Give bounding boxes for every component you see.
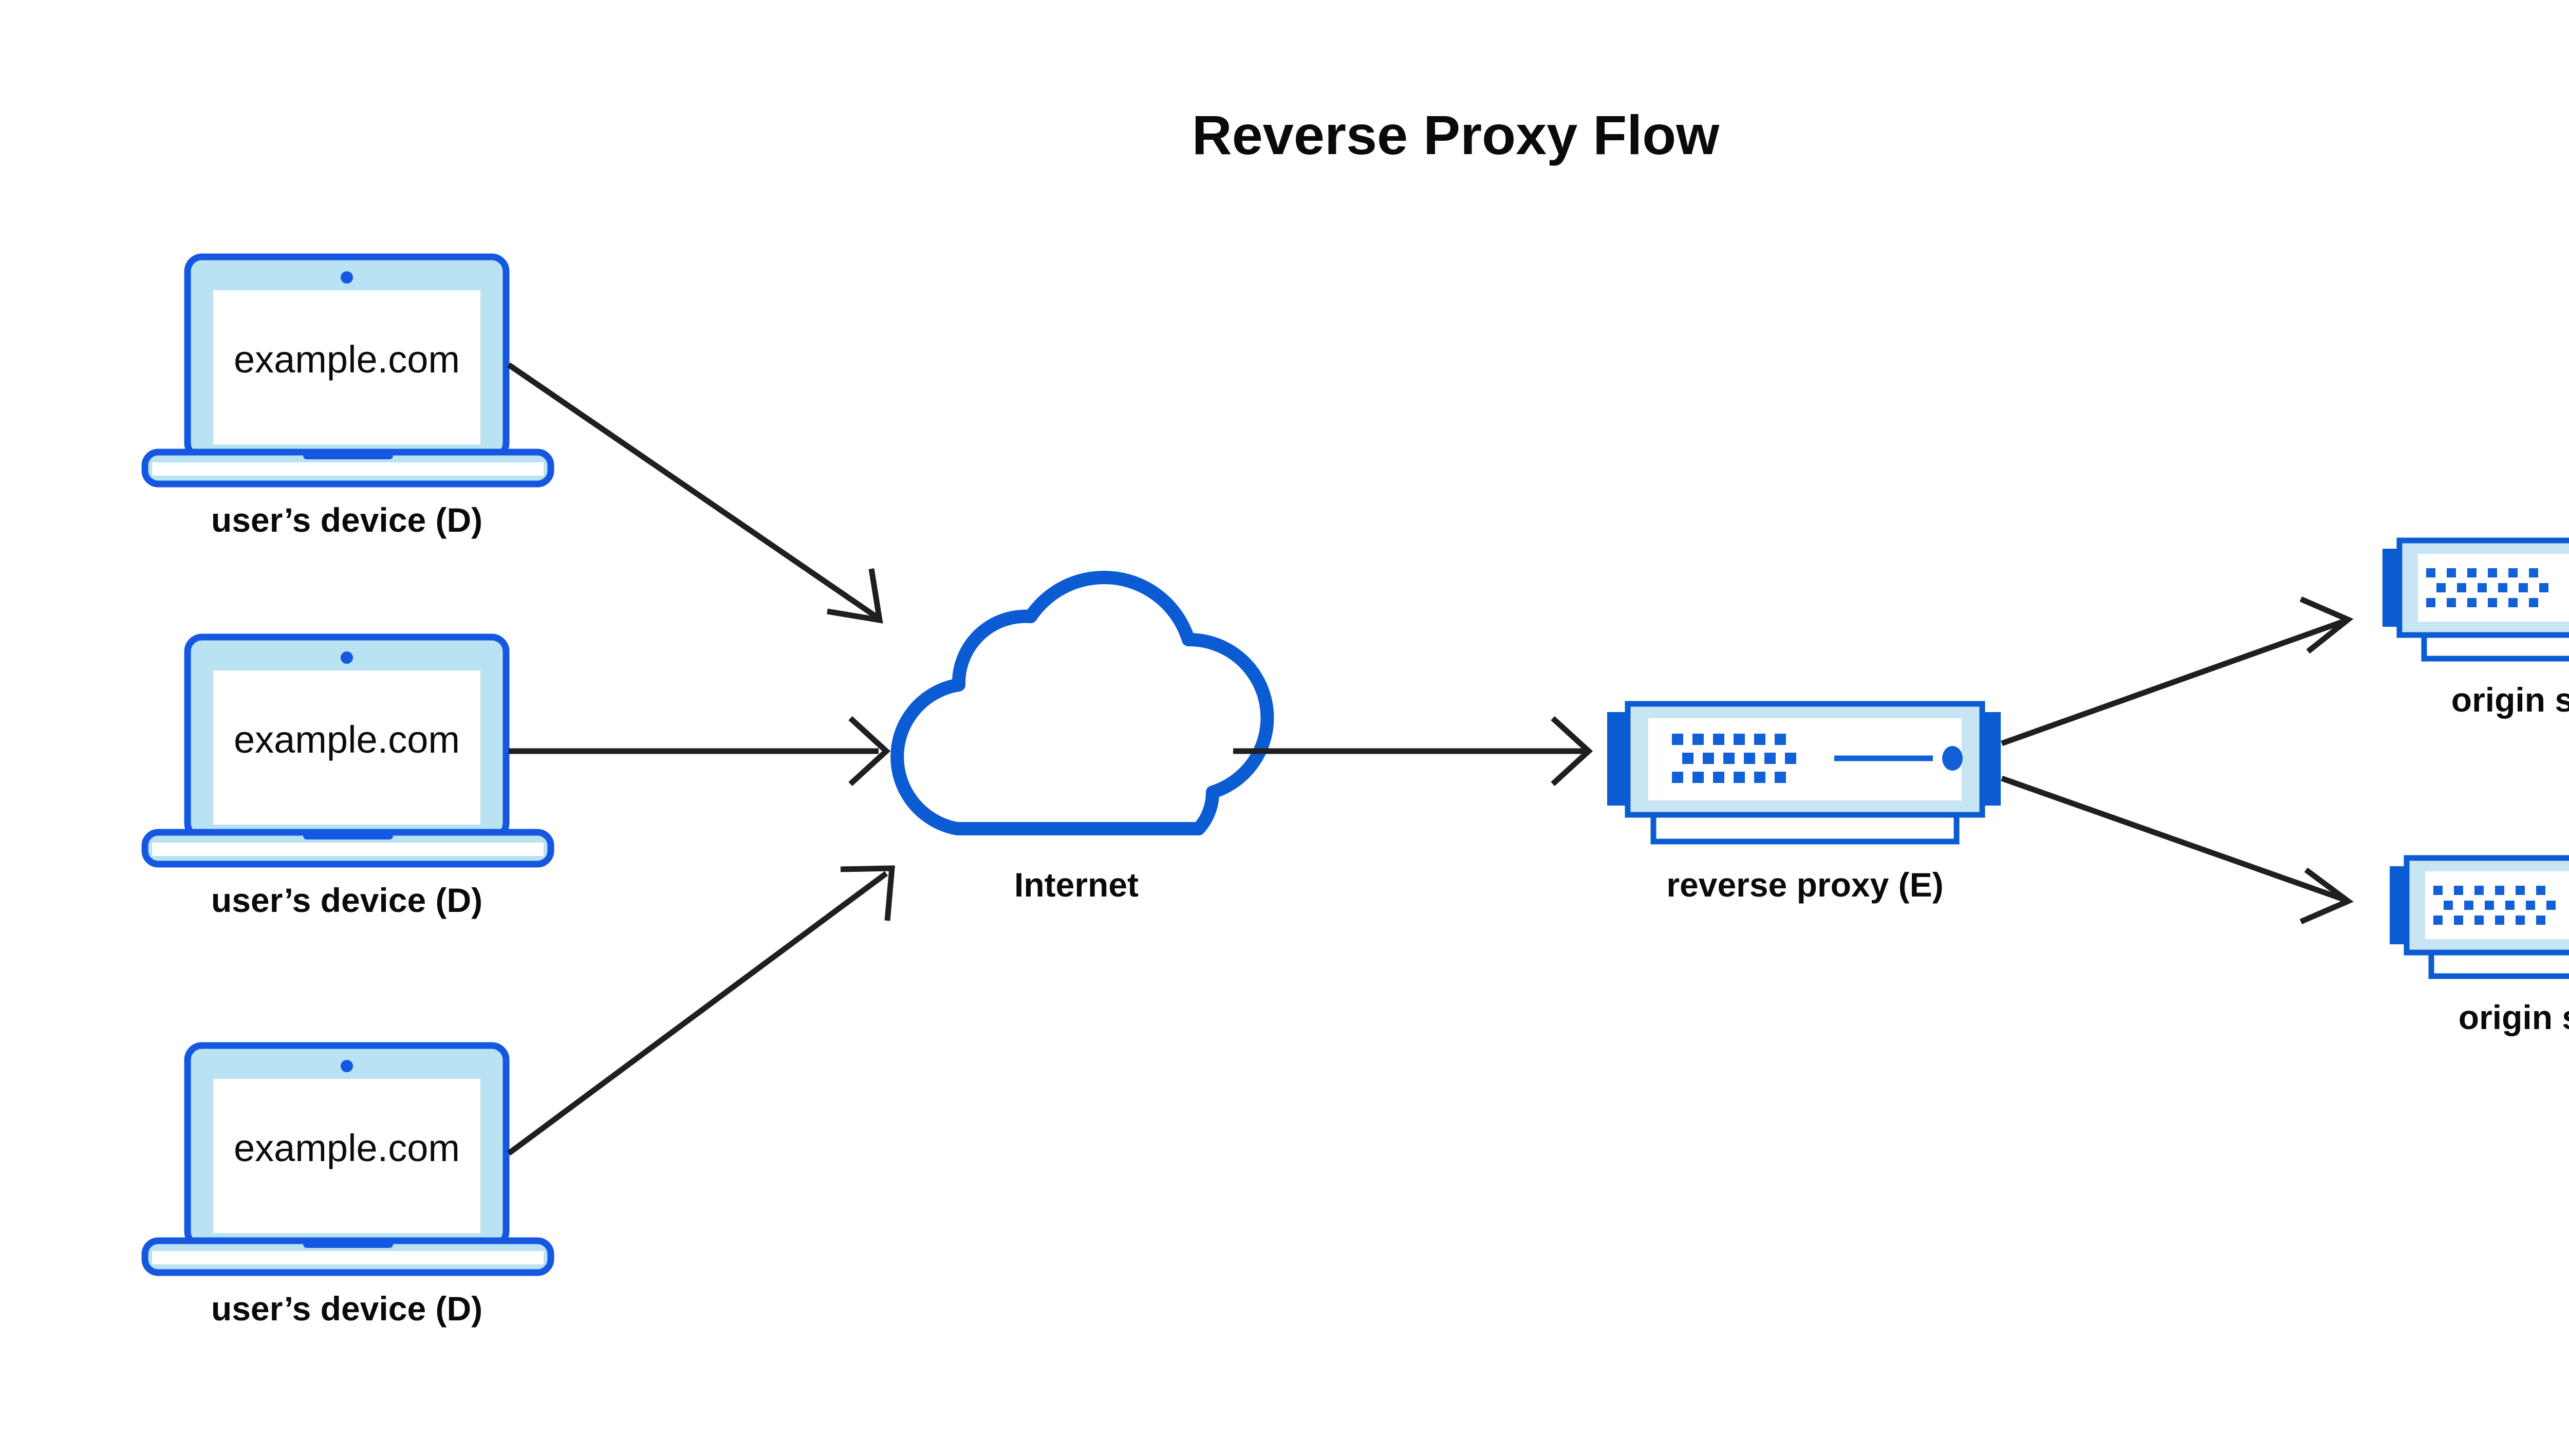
cloud-icon <box>890 571 1274 835</box>
internet-cloud[interactable]: Internet <box>890 571 1274 904</box>
laptop-screen <box>213 670 480 825</box>
arrow-internet-to-proxy <box>1233 716 1593 787</box>
arrow-client3-to-internet <box>507 865 896 1156</box>
origin-server-1[interactable]: origin server (F) <box>2382 537 2569 719</box>
laptop-trackpad-notch <box>303 451 393 459</box>
server-foot <box>1650 812 1960 845</box>
laptop-camera-icon <box>341 271 353 284</box>
laptop-camera-icon <box>341 1060 353 1072</box>
client-laptop-1-label: user’s device (D) <box>211 501 482 539</box>
laptop-base-strip <box>152 1251 544 1264</box>
laptop-screen-url: example.com <box>234 1127 460 1169</box>
laptop-screen-url: example.com <box>234 338 460 381</box>
client-laptop-3-label: user’s device (D) <box>211 1290 482 1328</box>
laptop-trackpad-notch <box>303 1240 393 1248</box>
server-status-dot-icon <box>1942 746 1963 771</box>
arrow-client1-to-internet <box>507 362 883 624</box>
client-laptop-3[interactable]: example.com user’s device (D) <box>141 1042 554 1328</box>
origin-server-2[interactable]: origin server (F) <box>2390 855 2569 1036</box>
internet-label: Internet <box>1014 866 1139 904</box>
server-port-grid-icon <box>1672 734 1796 783</box>
laptop-screen <box>213 1079 480 1233</box>
laptop-base-strip <box>152 843 544 856</box>
reverse-proxy-label: reverse proxy (E) <box>1666 866 1943 904</box>
server-port-grid-icon <box>2426 568 2548 607</box>
laptop-screen <box>213 290 480 444</box>
arrow-client2-to-internet <box>509 716 891 787</box>
server-foot <box>2421 632 2569 662</box>
reverse-proxy-server[interactable]: reverse proxy (E) <box>1607 701 2001 904</box>
client-laptop-2[interactable]: example.com user’s device (D) <box>141 633 554 919</box>
laptop-camera-icon <box>341 651 353 664</box>
laptop-screen-url: example.com <box>234 718 460 761</box>
origin-server-2-label: origin server (F) <box>2459 998 2569 1036</box>
server-port-grid-icon <box>2433 886 2556 925</box>
arrow-proxy-to-origin2 <box>2001 775 2354 925</box>
client-laptop-2-label: user’s device (D) <box>211 881 482 919</box>
diagram-title: Reverse Proxy Flow <box>1192 104 1720 166</box>
server-foot <box>2428 949 2569 979</box>
arrow-proxy-to-origin1 <box>2001 596 2354 746</box>
client-laptop-1[interactable]: example.com user’s device (D) <box>141 253 554 539</box>
origin-server-1-label: origin server (F) <box>2451 681 2569 719</box>
laptop-trackpad-notch <box>303 831 393 839</box>
laptop-base-strip <box>152 462 544 476</box>
